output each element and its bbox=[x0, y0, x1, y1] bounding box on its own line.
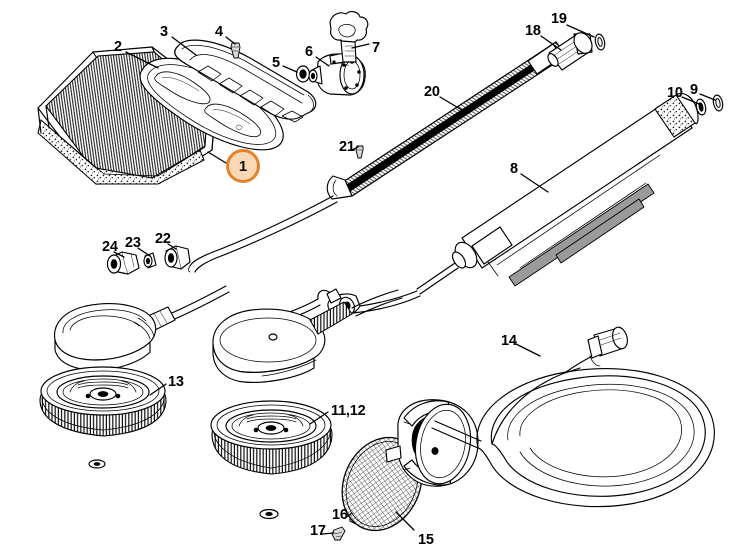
callout-label-6: 6 bbox=[305, 44, 313, 60]
callout-label-20: 20 bbox=[424, 84, 440, 100]
callout-label-18: 18 bbox=[525, 23, 541, 39]
part-screw-pin bbox=[230, 42, 241, 59]
callout-label-3: 3 bbox=[160, 24, 168, 40]
part-extension-wand-lower bbox=[416, 92, 699, 295]
callout-label-8: 8 bbox=[510, 161, 518, 177]
part-rotary-brush-disc-left bbox=[39, 366, 167, 437]
callout-label-16: 16 bbox=[332, 507, 348, 523]
part-curved-tube bbox=[188, 195, 338, 273]
callout-label-19: 19 bbox=[551, 11, 567, 27]
part-retaining-pin bbox=[355, 145, 364, 159]
highlighted-callout-label: 1 bbox=[238, 157, 248, 175]
part-left-head-housing bbox=[53, 285, 230, 371]
callout-label-23: 23 bbox=[125, 235, 141, 251]
callout-label-24: 24 bbox=[102, 239, 118, 255]
callout-label-9: 9 bbox=[690, 82, 698, 98]
part-swivel-coupling bbox=[308, 52, 366, 96]
callout-label-2: 2 bbox=[114, 39, 122, 55]
callout-label-14: 14 bbox=[501, 333, 517, 349]
part-middle-head-housing bbox=[212, 289, 403, 383]
callout-label-17: 17 bbox=[310, 523, 326, 539]
callout-label-10: 10 bbox=[667, 85, 683, 101]
callout-label-5: 5 bbox=[272, 55, 280, 71]
part-coiled-hose bbox=[431, 326, 715, 508]
callout-label-13: 13 bbox=[168, 374, 184, 390]
callout-label-21: 21 bbox=[339, 139, 355, 155]
part-star-wing-knob bbox=[329, 11, 369, 63]
leader-lines bbox=[113, 24, 716, 535]
part-washer-left bbox=[88, 459, 106, 469]
part-extension-wand-upper bbox=[326, 32, 606, 200]
callout-label-15: 15 bbox=[418, 532, 434, 548]
part-washer-middle bbox=[259, 508, 279, 520]
highlighted-callout-1[interactable]: 1 bbox=[226, 149, 260, 183]
part-sealing-ring bbox=[712, 94, 724, 112]
part-filter-insert bbox=[695, 98, 707, 116]
part-hex-coupling-nut bbox=[164, 245, 191, 270]
callout-label-22: 22 bbox=[155, 231, 171, 247]
part-fixing-screw bbox=[331, 526, 346, 541]
callout-label-7: 7 bbox=[372, 40, 380, 56]
callout-label-4: 4 bbox=[215, 24, 223, 40]
part-threaded-connector bbox=[106, 251, 140, 275]
callout-label-11-12: 11,12 bbox=[331, 403, 366, 419]
part-spacer-ring bbox=[143, 252, 157, 269]
part-o-ring-washer bbox=[295, 65, 311, 83]
part-rotary-brush-disc-middle bbox=[210, 400, 333, 475]
